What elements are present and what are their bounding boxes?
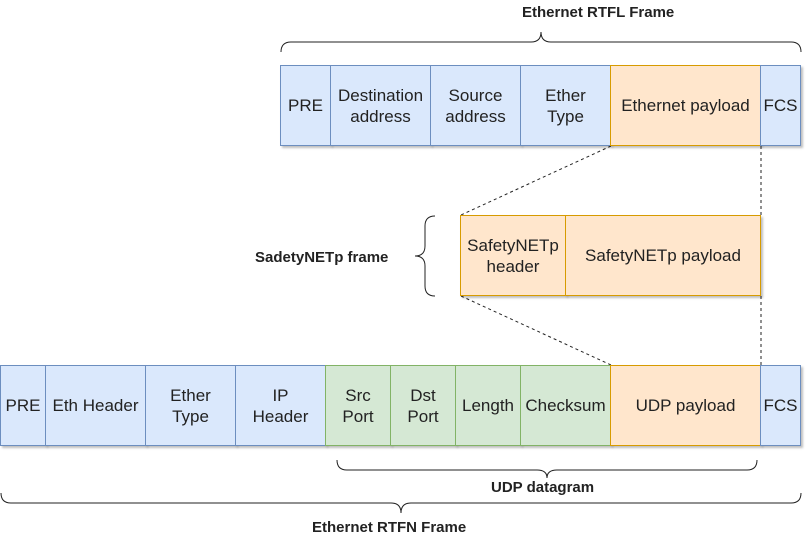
- safety-brace: [414, 215, 436, 297]
- rtfl-destination-address: Destination address: [330, 65, 431, 146]
- rtfn-udp-payload: UDP payload: [610, 365, 761, 446]
- rtfn-eth-header: Eth Header: [45, 365, 146, 446]
- safety-payload: SafetyNETp payload: [565, 215, 761, 296]
- rtfn-title: Ethernet RTFN Frame: [312, 519, 467, 536]
- rtfl-ethernet-payload: Ethernet payload: [610, 65, 761, 146]
- rtfn-length: Length: [455, 365, 521, 446]
- rtfn-checksum: Checksum: [520, 365, 611, 446]
- rtfl-pre: PRE: [280, 65, 331, 146]
- rtfn-dst-port: Dst Port: [390, 365, 456, 446]
- rtfn-fcs: FCS: [760, 365, 801, 446]
- rtfl-source-address: Source address: [430, 65, 521, 146]
- udp-title: UDP datagram: [491, 479, 595, 496]
- safety-header: SafetyNETp header: [460, 215, 566, 296]
- connector-payload-left-bottom: [460, 295, 612, 366]
- rtfn-ip-header: IP Header: [235, 365, 326, 446]
- safety-title: SadetyNETp frame: [255, 249, 389, 266]
- rtfn-brace: [0, 492, 802, 514]
- rtfl-fcs: FCS: [760, 65, 801, 146]
- connector-payload-left-top: [460, 145, 612, 216]
- rtfn-src-port: Src Port: [325, 365, 391, 446]
- udp-brace: [336, 459, 758, 479]
- rtfn-ether-type: Ether Type: [145, 365, 236, 446]
- rtfl-brace: [280, 31, 802, 53]
- rtfn-pre: PRE: [0, 365, 46, 446]
- rtfl-ether-type: Ether Type: [520, 65, 611, 146]
- rtfl-title: Ethernet RTFL Frame: [522, 4, 675, 21]
